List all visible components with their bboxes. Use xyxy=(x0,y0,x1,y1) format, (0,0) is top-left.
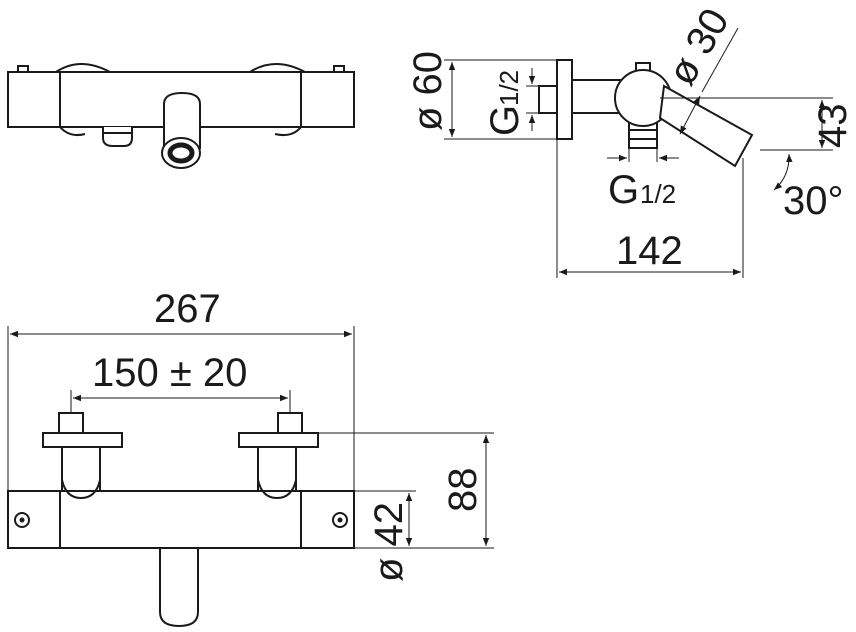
dimension-diameter-60: ø 60 xyxy=(406,51,450,131)
side-view xyxy=(538,59,754,168)
top-view-right-handle-back xyxy=(249,63,306,73)
dimension-spacing-150: 150 ± 20 xyxy=(92,351,247,395)
top-view-left-handle-back xyxy=(55,63,111,73)
front-view-left-screw xyxy=(14,512,30,528)
dimension-depth-142: 142 xyxy=(616,229,683,273)
dimension-diameter-42: ø 42 xyxy=(367,502,411,582)
front-view xyxy=(7,412,355,628)
dimension-width-267: 267 xyxy=(154,287,221,331)
front-view-spout xyxy=(159,547,199,628)
dimension-lines xyxy=(7,27,833,549)
side-view-wall-flange xyxy=(556,59,573,140)
top-view-spout-outlet xyxy=(167,142,195,164)
front-view-left-handle xyxy=(42,432,123,448)
top-view-diverter-knob xyxy=(102,127,133,147)
dimension-angle-30: 30° xyxy=(783,179,844,223)
front-view-body xyxy=(7,490,355,549)
dimension-thread-top-fraction: 1/2 xyxy=(494,70,524,106)
top-view-spout xyxy=(163,91,201,149)
front-view-right-screw xyxy=(332,512,348,528)
dimension-thread-bottom-g: G xyxy=(608,168,639,212)
side-view-inlet-thread xyxy=(538,85,558,114)
dimension-height-43: 43 xyxy=(811,104,855,149)
dimension-thread-bottom-fraction: 1/2 xyxy=(640,179,676,209)
dimension-thread-top-g: G xyxy=(483,105,527,136)
dimension-height-88: 88 xyxy=(441,468,485,513)
front-view-right-handle xyxy=(238,432,319,448)
dimension-diameter-30: ø 30 xyxy=(660,1,738,92)
top-view xyxy=(7,63,355,169)
